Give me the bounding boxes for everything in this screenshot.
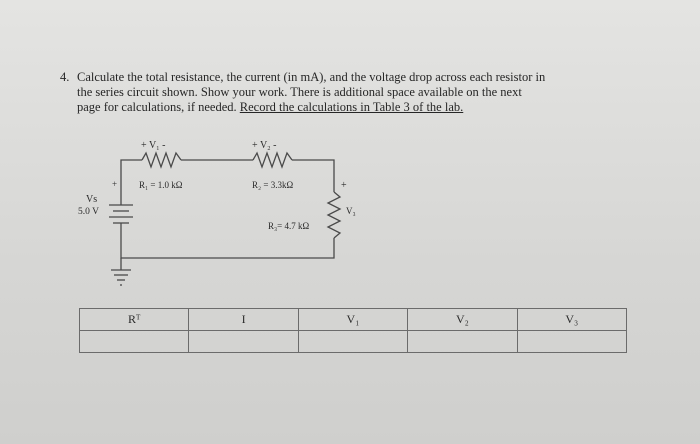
value-current-cell[interactable] bbox=[188, 330, 299, 353]
question-line-1: Calculate the total resistance, the curr… bbox=[77, 70, 546, 84]
wire-top-left bbox=[120, 159, 142, 205]
header-v3: V₃ bbox=[516, 308, 628, 331]
header-current: I bbox=[188, 308, 299, 331]
wire-top-right bbox=[292, 159, 335, 192]
r3-label: R₃= 4.7 kΩ bbox=[268, 221, 309, 231]
question-line-3: page for calculations, if needed. Record… bbox=[77, 100, 463, 115]
ground-icon bbox=[111, 269, 131, 286]
resistor-r1-zigzag bbox=[141, 151, 182, 169]
results-table-value-row bbox=[78, 330, 628, 353]
v2-label: + V₂ - bbox=[252, 140, 277, 151]
resistor-r3-zigzag bbox=[326, 191, 342, 239]
results-table-header-row: Rᵀ I V₁ V₂ V₃ bbox=[78, 308, 628, 331]
header-v2: V₂ bbox=[407, 308, 518, 331]
source-label: Vs bbox=[86, 194, 97, 205]
r1-label: R₁ = 1.0 kΩ bbox=[139, 180, 183, 190]
resistor-r2-zigzag bbox=[252, 151, 293, 169]
header-v1: V₁ bbox=[297, 308, 409, 331]
question-line-3-text: page for calculations, if needed. bbox=[77, 100, 237, 114]
v3-plus-sign: + bbox=[341, 180, 347, 191]
question-number: 4. bbox=[60, 70, 70, 84]
value-v3-cell[interactable] bbox=[516, 330, 628, 353]
source-value: 5.0 V bbox=[78, 207, 99, 217]
results-table: Rᵀ I V₁ V₂ V₃ bbox=[78, 308, 628, 353]
question-line-3-underlined: Record the calculations in Table 3 of th… bbox=[239, 100, 464, 114]
r2-label: R₂ = 3.3kΩ bbox=[252, 180, 293, 190]
source-plus-sign: + bbox=[112, 179, 117, 189]
v3-label: V₃ bbox=[346, 206, 356, 216]
question-line-2: the series circuit shown. Show your work… bbox=[77, 85, 522, 99]
wire-bottom bbox=[120, 228, 335, 259]
v1-label: + V₁ - bbox=[141, 140, 166, 151]
value-v1-cell[interactable] bbox=[297, 330, 409, 353]
value-v2-cell[interactable] bbox=[407, 330, 518, 353]
value-rt-cell[interactable] bbox=[78, 330, 190, 353]
battery-symbol bbox=[109, 204, 133, 228]
header-rt: Rᵀ bbox=[78, 308, 190, 331]
